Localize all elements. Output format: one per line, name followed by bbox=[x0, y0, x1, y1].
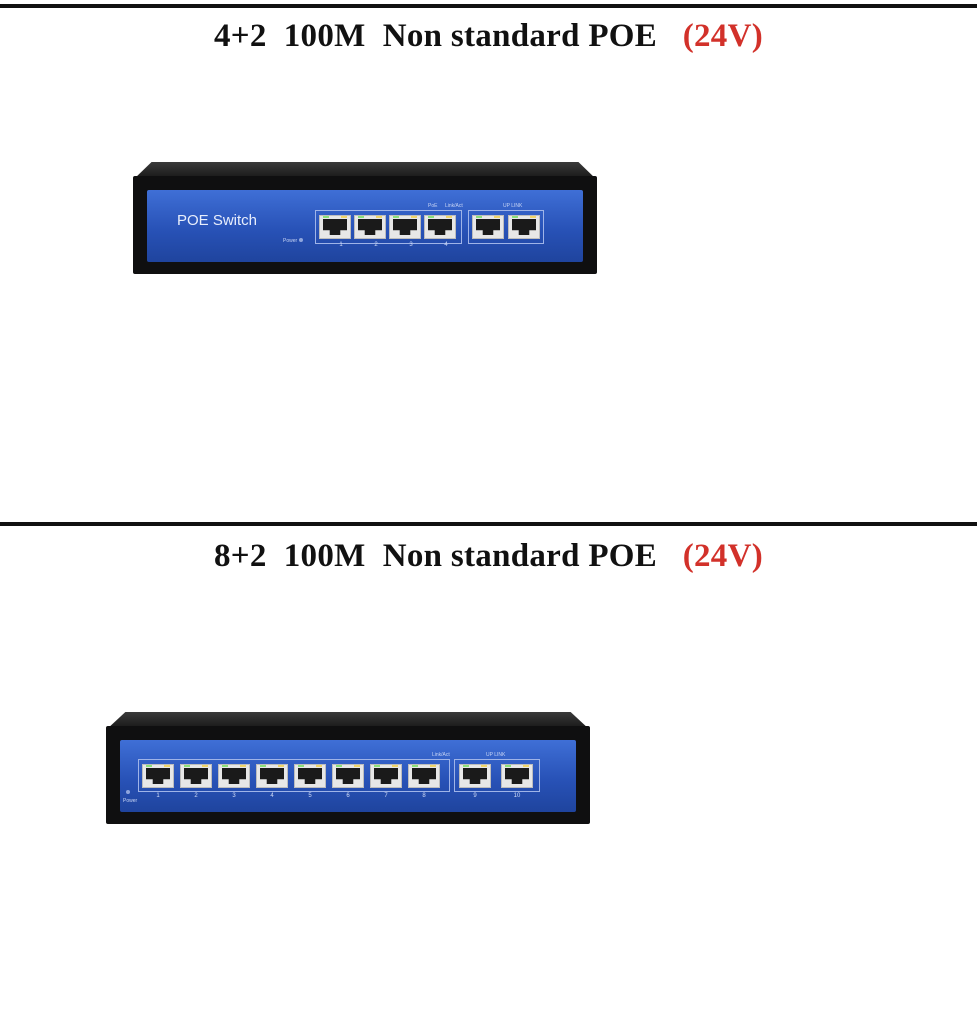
uplink-port-icon bbox=[508, 215, 540, 239]
port-number: 4 bbox=[270, 793, 274, 799]
power-led-icon bbox=[126, 790, 130, 794]
power-label: Power bbox=[123, 798, 138, 804]
uplink-label: UP LINK bbox=[503, 203, 523, 209]
ethernet-port-icon bbox=[218, 764, 250, 788]
power-label: Power bbox=[283, 238, 298, 244]
switch-4-port-image: POE Switch Power PoE Link/Act UP LINK 1 … bbox=[133, 162, 597, 274]
section-1-voltage: (24V) bbox=[682, 18, 764, 54]
poe-ports-group bbox=[138, 759, 450, 792]
port-number: 2 bbox=[194, 793, 198, 799]
switch-front-panel: POE Switch Power PoE Link/Act UP LINK 1 … bbox=[147, 190, 583, 262]
port-number: 7 bbox=[384, 793, 388, 799]
port-number: 1 bbox=[339, 242, 343, 248]
top-divider bbox=[0, 4, 977, 8]
ethernet-port-icon bbox=[370, 764, 402, 788]
port-number: 10 bbox=[513, 793, 521, 799]
switch-8-port-image: Power Link/Act UP LINK 1 2 3 4 5 6 7 8 9 bbox=[106, 712, 590, 824]
port-number: 9 bbox=[473, 793, 477, 799]
ethernet-port-icon bbox=[142, 764, 174, 788]
port-number: 2 bbox=[374, 242, 378, 248]
port-number: 6 bbox=[346, 793, 350, 799]
uplink-ports-group bbox=[468, 210, 544, 244]
ethernet-port-icon bbox=[408, 764, 440, 788]
port-number: 1 bbox=[156, 793, 160, 799]
switch-top-cover bbox=[133, 162, 597, 180]
section-1-title-main: 4+2 100M Non standard POE bbox=[213, 18, 683, 54]
ethernet-port-icon bbox=[424, 215, 456, 239]
middle-divider bbox=[0, 522, 977, 526]
ethernet-port-icon bbox=[180, 764, 212, 788]
ethernet-port-icon bbox=[294, 764, 326, 788]
section-2-title: 8+2 100M Non standard POE (24V) bbox=[0, 538, 977, 575]
port-number: 3 bbox=[409, 242, 413, 248]
section-2-title-main: 8+2 100M Non standard POE bbox=[213, 538, 683, 574]
uplink-port-icon bbox=[501, 764, 533, 788]
link-act-label: Link/Act bbox=[432, 752, 450, 758]
ethernet-port-icon bbox=[354, 215, 386, 239]
uplink-ports-group bbox=[454, 759, 540, 792]
uplink-port-icon bbox=[472, 215, 504, 239]
ethernet-port-icon bbox=[389, 215, 421, 239]
port-number: 4 bbox=[444, 242, 448, 248]
uplink-label: UP LINK bbox=[486, 752, 506, 758]
section-2-voltage: (24V) bbox=[682, 538, 764, 574]
switch-top-cover bbox=[106, 712, 590, 730]
ethernet-port-icon bbox=[256, 764, 288, 788]
port-number: 8 bbox=[422, 793, 426, 799]
brand-label: POE Switch bbox=[177, 212, 258, 229]
port-number: 3 bbox=[232, 793, 236, 799]
power-led-icon bbox=[299, 238, 303, 242]
switch-chassis: Power Link/Act UP LINK 1 2 3 4 5 6 7 8 9 bbox=[106, 726, 590, 824]
poe-label: PoE bbox=[428, 203, 438, 209]
uplink-port-icon bbox=[459, 764, 491, 788]
link-act-label: Link/Act bbox=[445, 203, 463, 209]
poe-ports-group bbox=[315, 210, 462, 244]
port-number: 5 bbox=[308, 793, 312, 799]
switch-chassis: POE Switch Power PoE Link/Act UP LINK 1 … bbox=[133, 176, 597, 274]
switch-front-panel: Power Link/Act UP LINK 1 2 3 4 5 6 7 8 9 bbox=[120, 740, 576, 812]
ethernet-port-icon bbox=[319, 215, 351, 239]
ethernet-port-icon bbox=[332, 764, 364, 788]
section-1-title: 4+2 100M Non standard POE (24V) bbox=[0, 18, 977, 55]
